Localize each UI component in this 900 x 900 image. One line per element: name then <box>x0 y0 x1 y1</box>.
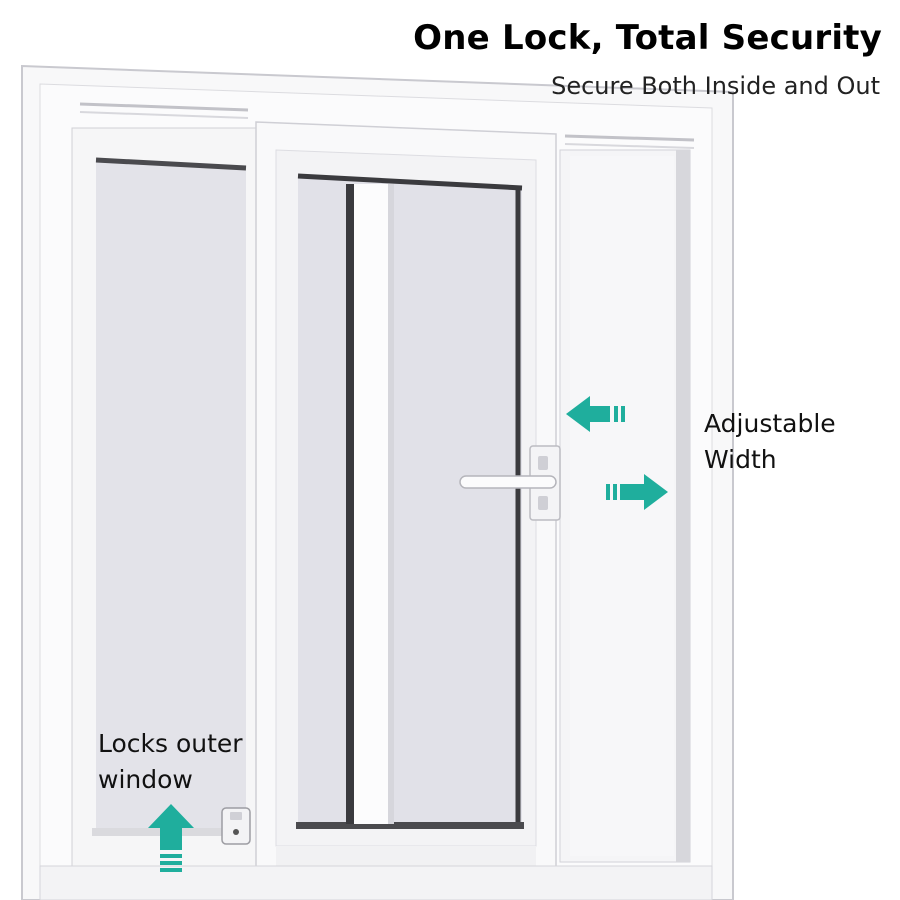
top-track <box>79 111 249 119</box>
center-sash-bottom <box>276 846 536 868</box>
window-lock-icon <box>221 807 251 845</box>
locks-outer-window-line1: Locks outer <box>98 729 243 758</box>
left-glass-top-seal <box>95 157 247 171</box>
mullion-dark-edge <box>346 184 354 824</box>
center-glass <box>298 174 522 828</box>
adjustable-width-label: Adjustable Width <box>704 406 836 478</box>
window-handle-icon <box>459 445 561 521</box>
page-subtitle: Secure Both Inside and Out <box>551 72 880 100</box>
center-glass-bottom-seal <box>296 822 524 829</box>
right-jamb-edge <box>676 150 690 862</box>
top-track <box>79 102 249 112</box>
arrow-left-icon <box>566 396 625 432</box>
locks-outer-window-line2: window <box>98 765 193 794</box>
adjustable-width-line2: Width <box>704 445 777 474</box>
page-title: One Lock, Total Security <box>413 18 882 58</box>
right-glass <box>570 156 674 856</box>
arrow-up-icon <box>148 804 194 872</box>
locks-outer-window-label: Locks outer window <box>98 726 243 798</box>
left-glass <box>96 158 246 828</box>
bottom-sill <box>39 865 713 900</box>
top-track <box>564 134 695 142</box>
center-glass-top-seal <box>297 173 523 191</box>
adjustable-width-line1: Adjustable <box>704 409 836 438</box>
mullion-white <box>354 184 390 824</box>
arrow-right-icon <box>606 474 668 510</box>
mullion-shadow <box>388 184 394 824</box>
top-track <box>564 143 695 149</box>
